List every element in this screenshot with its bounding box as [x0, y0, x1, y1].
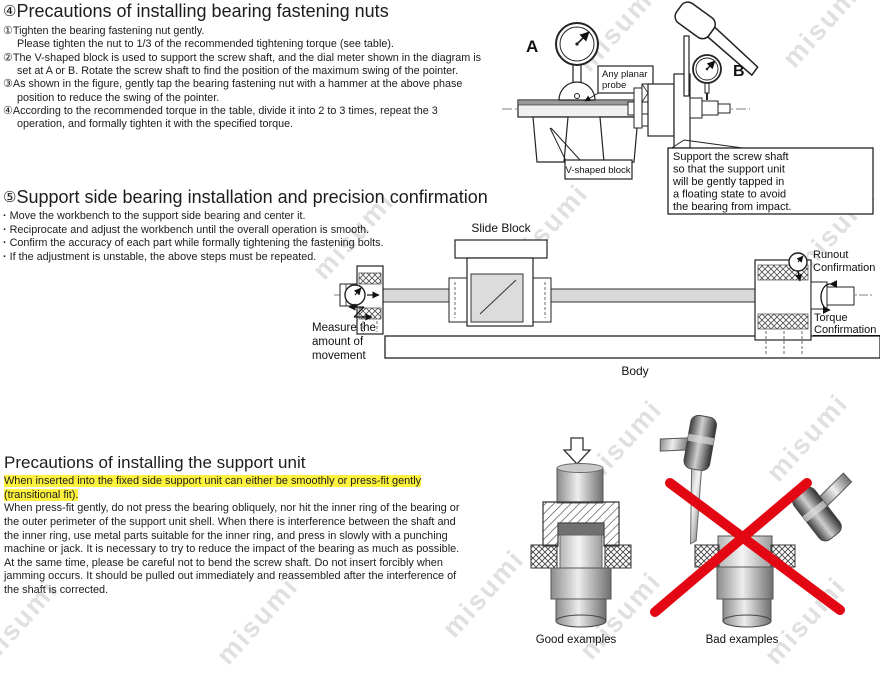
bearing-left	[530, 544, 558, 569]
section-bearing-title: ⑤Support side bearing installation and p…	[3, 187, 488, 208]
bearing-right	[604, 544, 632, 569]
support-unit-body-text: When press-fit gently, do not press the …	[4, 502, 460, 596]
v-shaped-blocks	[532, 116, 639, 163]
torque-label-line2: Confirmation	[814, 324, 876, 336]
body-label: Body	[621, 364, 648, 378]
nut-step-1: ①Tighten the bearing fastening nut gentl…	[3, 25, 485, 52]
section-title-text: Precautions of installing bearing fasten…	[16, 1, 389, 21]
support-note-line4: a floating state to avoid	[673, 189, 786, 201]
support-note-line1: Support the screw shaft	[673, 151, 789, 163]
runout-label-line2: Confirmation	[813, 262, 875, 274]
bullet-text: Reciprocate and adjust the workbench unt…	[9, 223, 370, 236]
bearing-bullet-4: · If the adjustment is unstable, the abo…	[3, 251, 471, 265]
section-support-unit: Precautions of installing the support un…	[4, 453, 468, 598]
highlighted-text: When inserted into the fixed side suppor…	[4, 475, 422, 501]
bullet-marker: ·	[3, 250, 7, 263]
examples-diagram: Good examples Bad examples	[530, 414, 853, 646]
bullet-marker: ·	[3, 237, 7, 250]
machine-base	[384, 335, 880, 359]
bearing-bullet-2: · Reciprocate and adjust the workbench u…	[3, 224, 471, 238]
measure-label-line3: movement	[312, 350, 366, 362]
nut-step-2: ②The V-shaped block is used to support t…	[3, 52, 485, 79]
v-block-callout: V-shaped block	[549, 127, 633, 180]
step-marker: ①	[3, 25, 13, 37]
highlight-paragraph: When inserted into the fixed side suppor…	[4, 475, 468, 502]
bullet-text: If the adjustment is unstable, the above…	[9, 250, 317, 263]
step-marker: ④	[3, 104, 13, 117]
measure-label-line2: amount of	[312, 336, 364, 348]
section-title-text: Support side bearing installation and pr…	[16, 187, 488, 207]
support-bearing-diagram: Body Slide Block	[312, 221, 880, 378]
hammer-icon	[674, 1, 759, 77]
slide-block	[448, 239, 552, 327]
oblique-hammer-icon	[792, 472, 853, 542]
dial-gauge-b	[692, 54, 722, 100]
bullet-marker: ·	[3, 223, 7, 236]
punch-rod	[683, 35, 690, 97]
bullet-text: Move the workbench to the support side b…	[9, 210, 306, 222]
step-text: According to the recommended torque in t…	[12, 104, 441, 131]
nut-step-4: ④According to the recommended torque in …	[3, 105, 485, 132]
section-nut-precautions: ④Precautions of installing bearing faste…	[3, 1, 485, 131]
screw-shaft	[381, 288, 757, 303]
step-text: The V-shaped block is used to support th…	[12, 51, 484, 77]
step-text: Tighten the bearing fastening nut gently…	[12, 25, 394, 51]
step-marker: ②	[3, 51, 13, 64]
support-note-line2: so that the support unit	[673, 164, 785, 176]
step-marker: ③	[3, 78, 13, 91]
probe-label-line2: probe	[602, 80, 626, 91]
nut-steps-list: ①Tighten the bearing fastening nut gentl…	[3, 25, 485, 131]
good-examples-label: Good examples	[536, 634, 617, 646]
inner-ring-spacer	[557, 522, 605, 536]
support-unit-assembly	[627, 73, 731, 149]
support-note-line3: will be gently tapped in	[672, 176, 784, 188]
good-example-figure	[530, 437, 632, 628]
bullet-text: Confirm the accuracy of each part while …	[9, 237, 384, 250]
bad-example-figure	[650, 414, 853, 628]
step-text: As shown in the figure, gently tap the b…	[12, 78, 466, 104]
nut-installation-diagram: V-shaped block A Any planar probe	[502, 1, 874, 215]
section-nut-title: ④Precautions of installing bearing faste…	[3, 1, 485, 22]
runout-dial-gauge	[788, 252, 808, 282]
oblique-punch-hammer-icon	[659, 414, 717, 545]
red-x-mark	[650, 478, 845, 617]
section-support-bearing: ⑤Support side bearing installation and p…	[3, 187, 488, 264]
nut-step-3: ③As shown in the figure, gently tap the …	[3, 78, 485, 105]
dial-gauge-a	[555, 22, 599, 101]
support-note-line5: the bearing from impact.	[673, 201, 792, 213]
section-unit-title: Precautions of installing the support un…	[4, 453, 306, 472]
v-block-label: V-shaped block	[566, 165, 631, 176]
movement-arrows	[348, 303, 373, 321]
measure-label-line1: Measure the	[312, 322, 376, 334]
position-a-label: A	[526, 37, 538, 56]
torque-label-line1: Torque	[814, 312, 848, 324]
support-note-callout: Support the screw shaft so that the supp…	[667, 139, 874, 215]
position-b-label: B	[733, 63, 745, 80]
bearing-bullets-list: · Move the workbench to the support side…	[3, 210, 471, 264]
press-down-arrow-icon	[562, 437, 592, 465]
bullet-marker: ·	[3, 210, 7, 222]
slide-block-label: Slide Block	[471, 221, 531, 235]
bearing-bullet-3: · Confirm the accuracy of each part whil…	[3, 237, 471, 251]
section-number: ④	[3, 3, 17, 20]
probe-label-line1: Any planar	[602, 69, 647, 80]
runout-label-line1: Runout	[813, 249, 848, 261]
bad-examples-label: Bad examples	[706, 634, 779, 646]
section-number: ⑤	[3, 189, 17, 206]
torque-rotation-arrow	[820, 280, 838, 314]
bearing-bullet-1: · Move the workbench to the support side…	[3, 210, 471, 224]
